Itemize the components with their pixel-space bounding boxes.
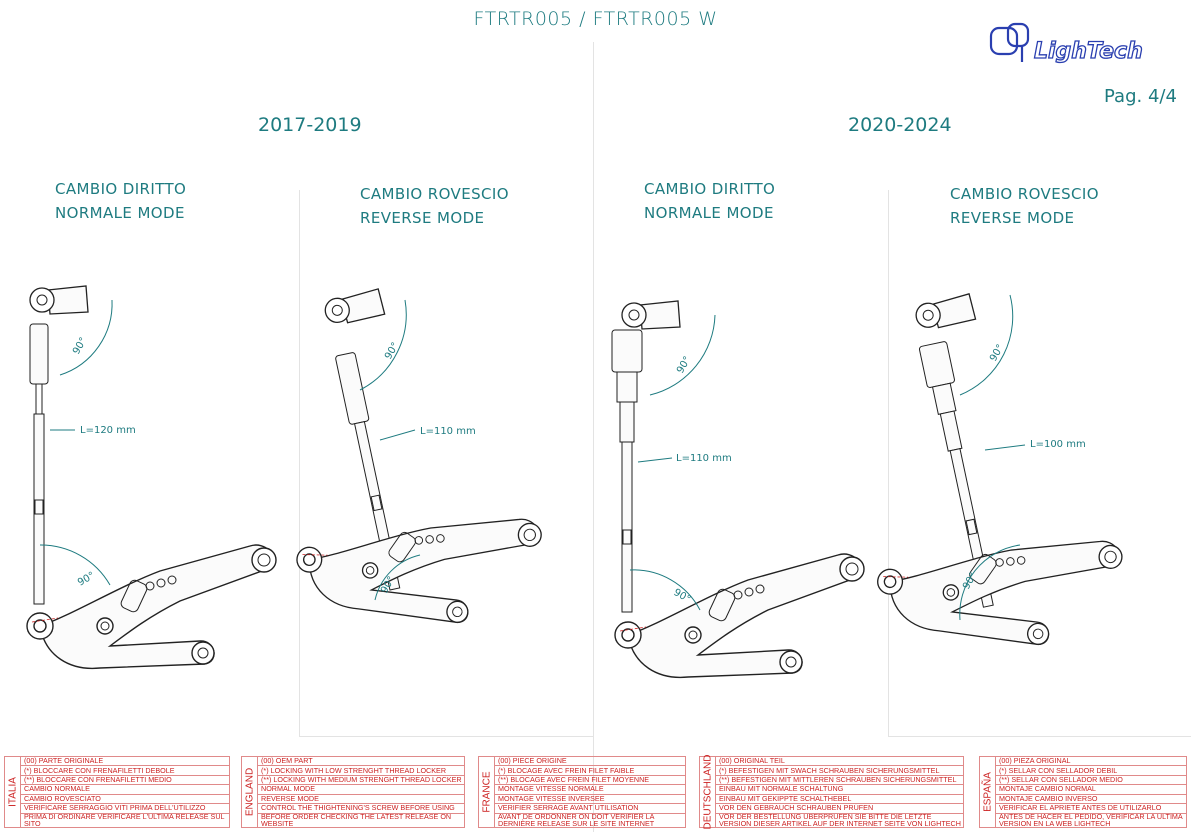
- legend-row: (00) PIECE ORIGINE: [495, 757, 685, 767]
- legend-row: VOR DEN GEBRAUCH SCHRAUBEN PRÜFEN: [716, 804, 963, 814]
- legend-row: PRIMA DI ORDINARE VERIFICARE L'ULTIMA RE…: [24, 813, 225, 827]
- legend-italia: ITALIA (00) PARTE ORIGINALE (*) BLOCCARE…: [4, 756, 230, 828]
- mode-label-2-en: REVERSE MODE: [360, 209, 485, 227]
- drawing-panel-1: [26, 285, 277, 670]
- length-label-2: L=110 mm: [420, 426, 476, 437]
- legend-row: CAMBIO NORMALE: [21, 785, 229, 795]
- legend-row: (00) PIEZA ORIGINAL: [996, 757, 1186, 767]
- legend-country: ITALIA: [7, 777, 18, 807]
- mode-label-4: CAMBIO ROVESCIO REVERSE MODE: [950, 182, 1099, 230]
- legend-row: MONTAJE CAMBIO NORMAL: [996, 785, 1186, 795]
- drawing-panel-4: [870, 292, 1125, 661]
- angle-bottom-1: 90°: [76, 570, 97, 588]
- legend-row: CONTROL THE THIGHTENING'S SCREW BEFORE U…: [258, 804, 464, 814]
- legend-row: MONTAJE CAMBIO INVERSO: [996, 795, 1186, 805]
- legend-espana: ESPAÑA (00) PIEZA ORIGINAL (*) SELLAR CO…: [979, 756, 1187, 828]
- angle-top-4: 90°: [988, 343, 1006, 364]
- angle-top-1: 90°: [71, 336, 89, 357]
- legend-row: CAMBIO ROVESCIATO: [21, 795, 229, 805]
- document-title: FTRTR005 / FTRTR005 W: [473, 8, 718, 30]
- legend-row: (00) PARTE ORIGINALE: [21, 757, 229, 767]
- legend-row: VERIFICAR EL APRIETE ANTES DE UTILIZARLO: [996, 804, 1186, 814]
- mode-label-1: CAMBIO DIRITTO NORMALE MODE: [55, 177, 186, 225]
- legend-row: MONTAGE VITESSE NORMALE: [495, 785, 685, 795]
- legend-row: VERIFICARE SERRAGGIO VITI PRIMA DELL'UTI…: [21, 804, 229, 814]
- legend-england: ENGLAND (00) OEM PART (*) LOCKING WITH L…: [241, 756, 465, 828]
- legend-row: BEFORE ORDER CHECKING THE LATEST RELEASE…: [261, 813, 452, 827]
- mode-label-2: CAMBIO ROVESCIO REVERSE MODE: [360, 182, 509, 230]
- legend-row: (00) ORIGINAL TEIL: [716, 757, 963, 767]
- panel-divider-left: [299, 190, 300, 736]
- page-number: Pag. 4/4: [1104, 86, 1177, 107]
- legend-row: (*) LOCKING WITH LOW STRENGHT THREAD LOC…: [258, 766, 464, 776]
- panel-divider-right: [888, 190, 889, 736]
- lightech-logo: LighTech: [989, 22, 1143, 65]
- mode-label-3-en: NORMALE MODE: [644, 204, 774, 222]
- period-heading-right: 2020-2024: [848, 114, 952, 136]
- legend-row: VOR DER BESTELLUNG ÜBERPRÜFEN SIE BITTE …: [719, 813, 961, 827]
- angle-bottom-3: 90°: [672, 587, 693, 605]
- legend-deutschland: DEUTSCHLAND (00) ORIGINAL TEIL (*) BEFES…: [699, 754, 964, 830]
- legend-row: VERIFIER SERRAGE AVANT UTILISATION: [495, 804, 685, 814]
- drawing-panel-2: [289, 287, 545, 639]
- legend-row: NORMAL MODE: [258, 785, 464, 795]
- legend-row: (**) BLOCCARE CON FRENAFILETTI MEDIO: [21, 776, 229, 786]
- legend-country: FRANCE: [481, 771, 492, 813]
- legend-row: (**) SELLAR CON SELLADOR MEDIO: [996, 776, 1186, 786]
- legend-row: (**) LOCKING WITH MEDIUM STRENGHT THREAD…: [258, 776, 464, 786]
- legend-row: (*) BEFESTIGEN MIT SWACH SCHRAUBEN SICHE…: [716, 766, 963, 776]
- mode-label-2-it: CAMBIO ROVESCIO: [360, 185, 509, 203]
- legend-row: EINBAU MIT GEKIPPTE SCHALTHEBEL: [716, 795, 963, 805]
- legend-row: (*) BLOCAGE AVEC FREIN FILET FAIBLE: [495, 766, 685, 776]
- mode-label-1-en: NORMALE MODE: [55, 204, 185, 222]
- mode-label-4-en: REVERSE MODE: [950, 209, 1075, 227]
- mode-label-3-it: CAMBIO DIRITTO: [644, 180, 776, 198]
- legend-country: DEUTSCHLAND: [702, 754, 713, 830]
- length-label-4: L=100 mm: [1030, 439, 1086, 450]
- panel-bottom-divider-right: [888, 736, 1191, 737]
- length-label-3: L=110 mm: [676, 453, 732, 464]
- center-divider: [593, 42, 594, 832]
- legend-row: MONTAGE VITESSE INVERSEE: [495, 795, 685, 805]
- length-label-1: L=120 mm: [80, 425, 136, 436]
- mode-label-3: CAMBIO DIRITTO NORMALE MODE: [644, 177, 775, 225]
- angle-top-2: 90°: [383, 341, 401, 362]
- drawing-panel-3: [611, 300, 865, 679]
- mode-label-1-it: CAMBIO DIRITTO: [55, 180, 187, 198]
- legend-row: ANTES DE HACER EL PEDIDO, VERIFICAR LA U…: [999, 813, 1183, 827]
- legend-row: REVERSE MODE: [258, 795, 464, 805]
- legend-row: (*) BLOCCARE CON FRENAFILETTI DEBOLE: [21, 766, 229, 776]
- legend-country: ENGLAND: [244, 767, 255, 817]
- legend-row: (**) BEFESTIGEN MIT MITTLEREN SCHRAUBEN …: [716, 776, 963, 786]
- legend-row: EINBAU MIT NORMALE SCHALTUNG: [716, 785, 963, 795]
- legend-row: (**) BLOCAGE AVEC FREIN FILET MOYENNE: [495, 776, 685, 786]
- legend-country: ESPAÑA: [982, 772, 993, 812]
- panel-bottom-divider-left: [299, 736, 594, 737]
- period-heading-left: 2017-2019: [258, 114, 362, 136]
- legend-france: FRANCE (00) PIECE ORIGINE (*) BLOCAGE AV…: [478, 756, 686, 828]
- legend-row: (*) SELLAR CON SELLADOR DEBIL: [996, 766, 1186, 776]
- legend-row: (00) OEM PART: [258, 757, 464, 767]
- legend-row: AVANT DE ORDONNER ON DOIT VÉRIFIER LA DE…: [498, 813, 655, 827]
- mode-label-4-it: CAMBIO ROVESCIO: [950, 185, 1099, 203]
- logo-wordmark: LighTech: [1034, 39, 1143, 64]
